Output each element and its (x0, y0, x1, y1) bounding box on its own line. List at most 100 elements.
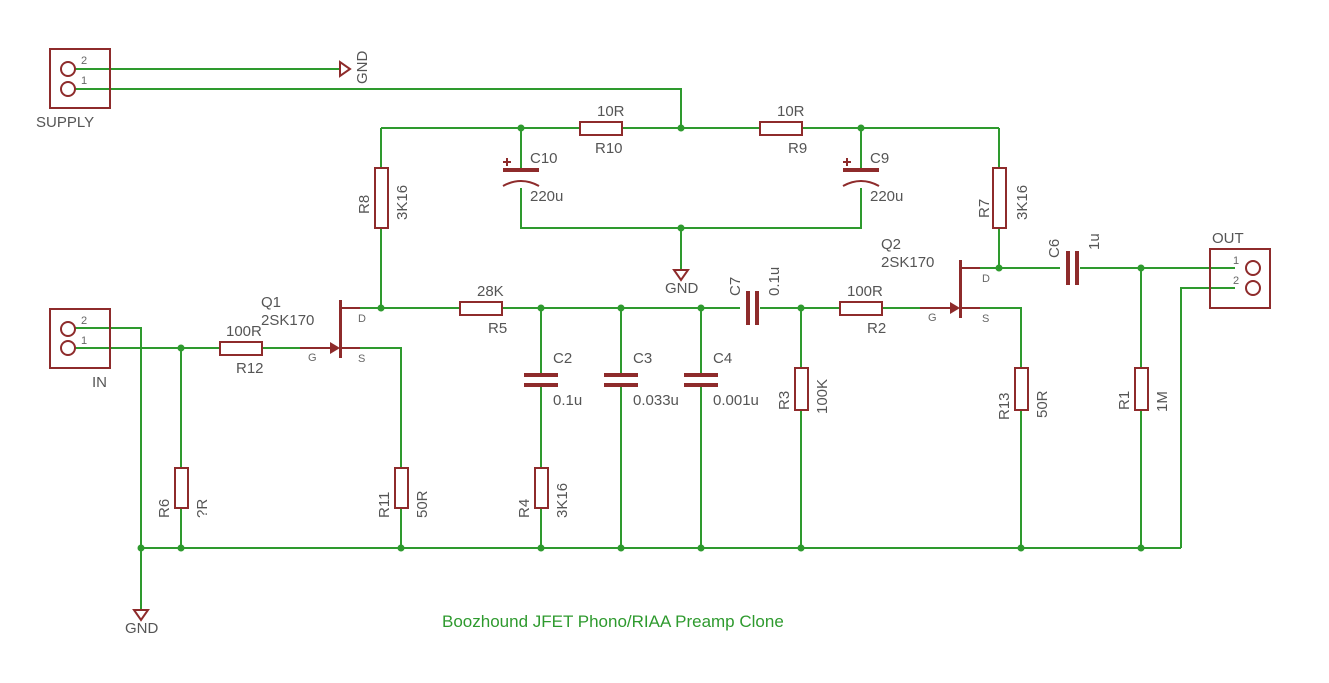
resistor-r4: R4 3K16 (516, 467, 571, 518)
junction-dot (537, 304, 545, 312)
c7-value: 0.1u (766, 267, 783, 296)
resistor-r7: R7 3K16 (976, 167, 1031, 229)
r5-name: R5 (488, 320, 507, 337)
r2-name: R2 (867, 320, 886, 337)
ground-symbol-mid: GND (665, 269, 699, 297)
junction-dot (697, 544, 705, 552)
junction-dot (1137, 544, 1145, 552)
junction-dot (677, 124, 685, 132)
r5-value: 28K (477, 283, 504, 300)
junction-dot (177, 544, 185, 552)
r3-name: R3 (776, 391, 793, 410)
ground-symbol-input: GND (125, 609, 159, 637)
capacitor-c2: C2 0.1u (524, 350, 582, 409)
capacitor-c3: C3 0.033u (604, 350, 679, 409)
q1-name: Q1 (261, 294, 281, 311)
q2-drain-label: D (982, 273, 990, 285)
output-pin2-label: 2 (1233, 275, 1239, 287)
resistor-r8: R8 3K16 (356, 167, 411, 229)
supply-connector-label: SUPPLY (36, 114, 94, 131)
q2-name: Q2 (881, 236, 901, 253)
capacitor-c7: C7 0.1u (727, 267, 783, 325)
r1-value: 1M (1154, 391, 1171, 412)
q1-gate-label: G (308, 352, 317, 364)
wires (75, 68, 1235, 610)
r6-name: R6 (156, 499, 173, 518)
r3-value: 100K (814, 379, 831, 414)
ground-label-supply: GND (354, 51, 371, 85)
junction-dot (857, 124, 865, 132)
junction-dot (995, 264, 1003, 272)
schematic-title: Boozhound JFET Phono/RIAA Preamp Clone (442, 612, 784, 631)
r9-value: 10R (777, 103, 805, 120)
r7-name: R7 (976, 199, 993, 218)
r10-name: R10 (595, 140, 623, 157)
junction-dot (517, 124, 525, 132)
capacitor-c10: C10 220u (502, 150, 563, 205)
junction-dot (617, 304, 625, 312)
jfet-q2: Q2 2SK170 D G S (881, 236, 990, 325)
junction-dot (797, 304, 805, 312)
r1-name: R1 (1116, 391, 1133, 410)
q1-drain-label: D (358, 313, 366, 325)
ground-label-mid: GND (665, 280, 699, 297)
c10-name: C10 (530, 150, 558, 167)
junction-dot (137, 544, 145, 552)
r13-name: R13 (996, 392, 1013, 420)
resistor-r3: R3 100K (776, 367, 831, 414)
input-connector: 2 1 IN (49, 308, 111, 391)
r2-value: 100R (847, 283, 883, 300)
junction-dots (137, 124, 1145, 552)
resistor-r1: R1 1M (1116, 367, 1171, 412)
resistor-r5: 28K R5 (459, 283, 507, 337)
q2-source-label: S (982, 313, 989, 325)
q2-value: 2SK170 (881, 254, 934, 271)
junction-dot (677, 224, 685, 232)
resistor-r10: 10R R10 (579, 103, 625, 157)
q1-value: 2SK170 (261, 312, 314, 329)
r8-value: 3K16 (394, 185, 411, 220)
resistor-r12: 100R R12 (219, 323, 264, 377)
resistor-r6: R6 ?R (156, 467, 211, 518)
resistor-r9: 10R R9 (759, 103, 807, 157)
c6-value: 1u (1086, 233, 1103, 250)
capacitor-c4: C4 0.001u (684, 350, 759, 409)
junction-dot (537, 544, 545, 552)
r6-value: ?R (194, 499, 211, 518)
junction-dot (797, 544, 805, 552)
junction-dot (1137, 264, 1145, 272)
c3-value: 0.033u (633, 392, 679, 409)
q1-source-label: S (358, 353, 365, 365)
jfet-q1: Q1 2SK170 D G S (261, 294, 366, 365)
c2-value: 0.1u (553, 392, 582, 409)
ground-symbol-supply: GND (339, 51, 371, 85)
supply-pin1-label: 1 (81, 75, 87, 87)
junction-dot (617, 544, 625, 552)
junction-dot (1017, 544, 1025, 552)
r10-value: 10R (597, 103, 625, 120)
junction-dot (697, 304, 705, 312)
resistor-r13: R13 50R (996, 367, 1051, 420)
input-connector-label: IN (92, 374, 107, 391)
resistor-r2: 100R R2 (839, 283, 886, 337)
junction-dot (377, 304, 385, 312)
q2-gate-label: G (928, 312, 937, 324)
supply-connector: 2 1 SUPPLY (36, 48, 111, 131)
capacitor-c6: C6 1u (1046, 233, 1103, 285)
input-pin2-label: 2 (81, 315, 87, 327)
output-connector: 1 2 OUT (1209, 230, 1271, 309)
c4-name: C4 (713, 350, 732, 367)
output-connector-label: OUT (1212, 230, 1244, 247)
r11-name: R11 (376, 492, 393, 518)
capacitor-c9: C9 220u (842, 150, 903, 205)
r4-value: 3K16 (554, 483, 571, 518)
c4-value: 0.001u (713, 392, 759, 409)
junction-dot (397, 544, 405, 552)
junction-dot (177, 344, 185, 352)
r13-value: 50R (1034, 390, 1051, 418)
c9-value: 220u (870, 188, 903, 205)
r8-name: R8 (356, 195, 373, 214)
supply-pin2-label: 2 (81, 55, 87, 67)
c6-name: C6 (1046, 239, 1063, 258)
